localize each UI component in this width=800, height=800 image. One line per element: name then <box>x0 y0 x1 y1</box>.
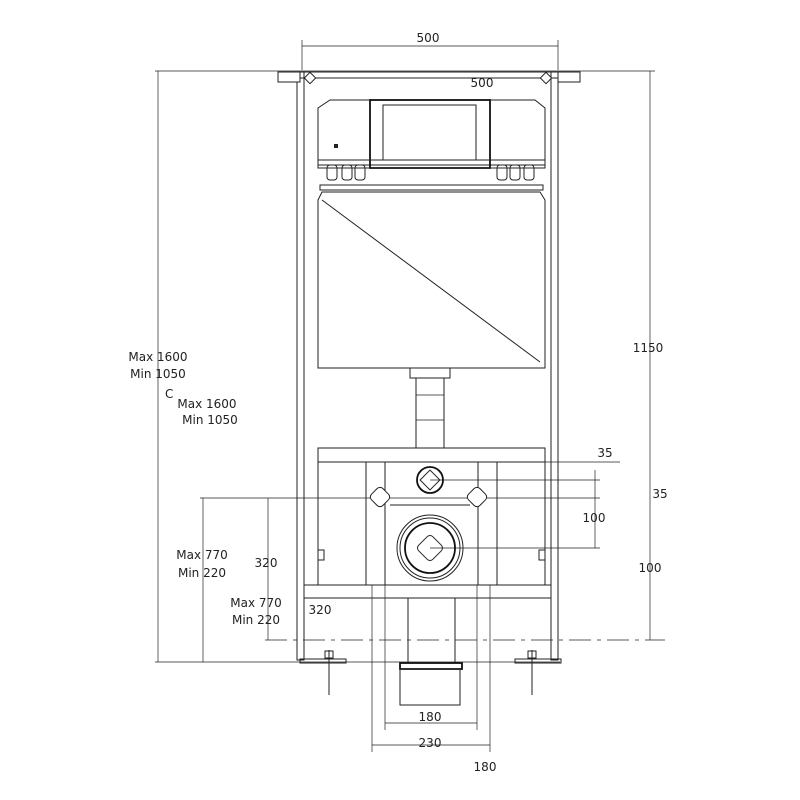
water-inlet-connectors <box>369 466 488 508</box>
inlet-max-label-2: Max 770 <box>230 596 282 610</box>
flush-mechanism <box>317 99 546 191</box>
dim-35-label-2: 35 <box>652 487 667 501</box>
dim-320-label-2: 320 <box>309 603 332 617</box>
dim-320-label: 320 <box>255 556 278 570</box>
dim-230-label: 230 <box>419 736 442 750</box>
dim-35-label: 35 <box>597 446 612 460</box>
height-1150-label: 1150 <box>633 341 664 355</box>
width-top-label: 500 <box>417 31 440 45</box>
inlet-min-label-2: Min 220 <box>232 613 280 627</box>
dimension-labels: 500 500 Max 1600 Min 1050 C Max 1600 Min… <box>128 31 667 774</box>
dim-180-label-2: 180 <box>474 760 497 774</box>
drain-pipe <box>399 598 463 706</box>
marker-c-label: C <box>165 387 173 401</box>
inlet-max-label: Max 770 <box>176 548 228 562</box>
lower-frame <box>317 461 546 586</box>
dim-100-label-2: 100 <box>639 561 662 575</box>
height-max-label: Max 1600 <box>128 350 187 364</box>
feet <box>299 650 562 695</box>
width-inner-label: 500 <box>471 76 494 90</box>
height-max-label-2: Max 1600 <box>177 397 236 411</box>
dim-100-label: 100 <box>583 511 606 525</box>
dim-180-label: 180 <box>419 710 442 724</box>
dimension-lines <box>155 40 665 752</box>
waste-outlet <box>396 514 464 582</box>
frame <box>277 71 581 661</box>
inlet-min-label: Min 220 <box>178 566 226 580</box>
height-min-label-2: Min 1050 <box>182 413 238 427</box>
height-min-label: Min 1050 <box>130 367 186 381</box>
cistern-tank <box>317 191 546 449</box>
